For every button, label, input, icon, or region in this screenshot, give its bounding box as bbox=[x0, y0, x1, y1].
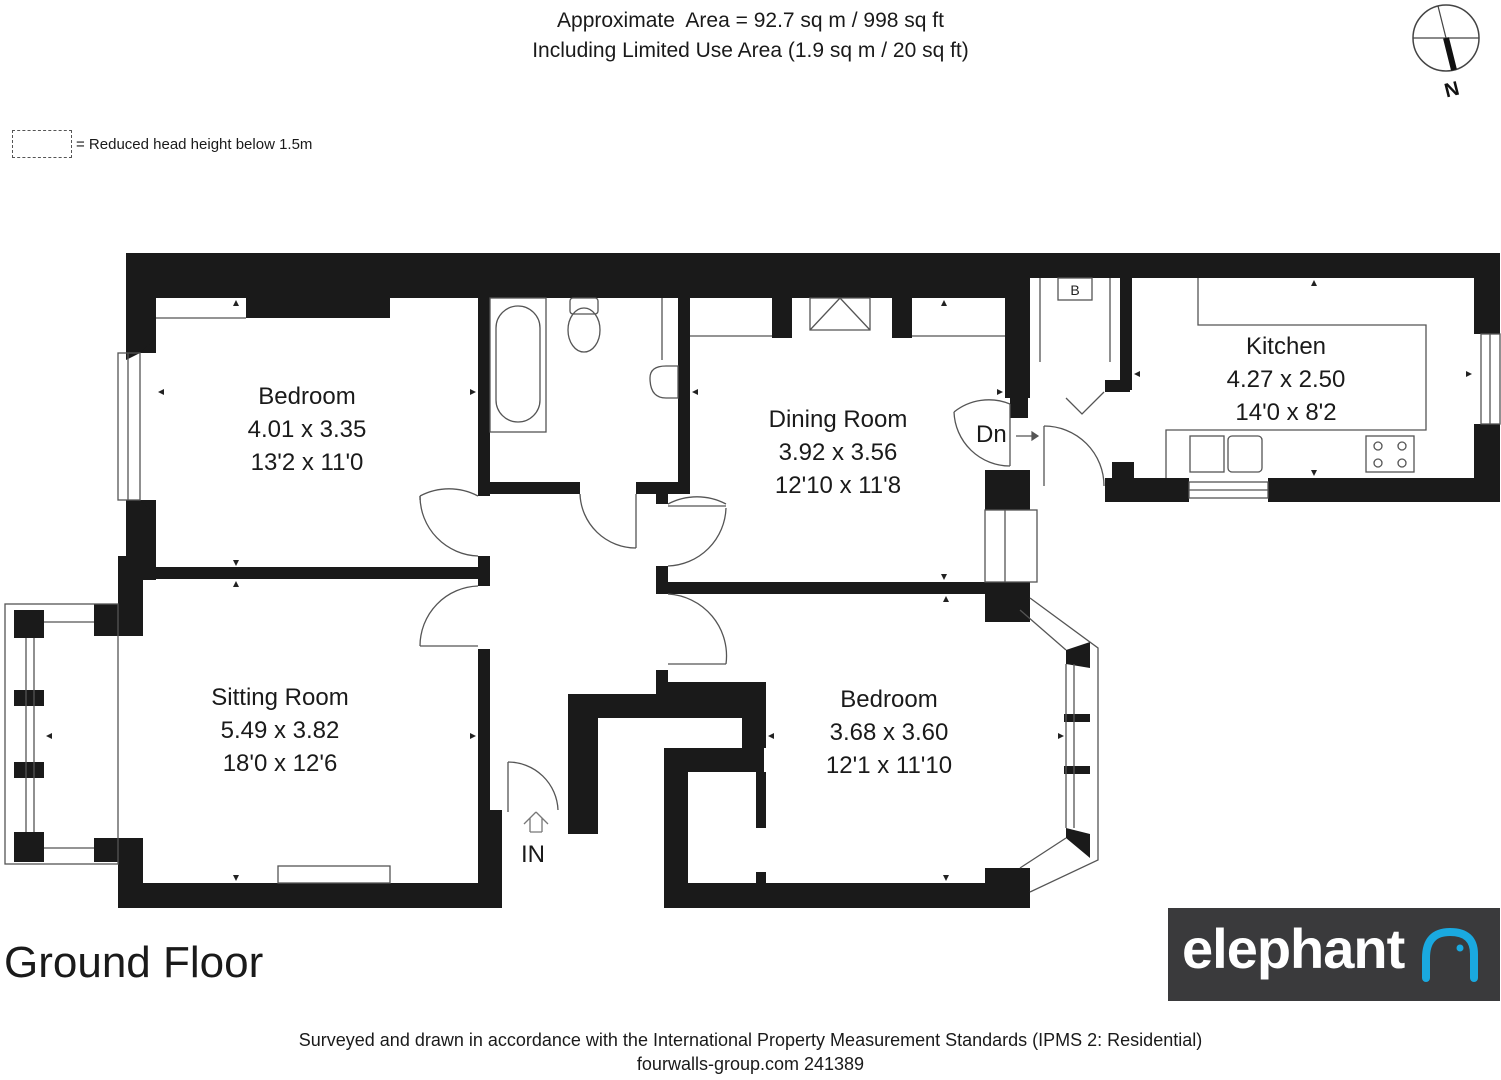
elephant-logo: elephant bbox=[1168, 908, 1500, 1001]
down-arrow-icon bbox=[1016, 430, 1040, 442]
room-metric: 4.01 x 3.35 bbox=[247, 416, 367, 443]
entrance-arrow-icon bbox=[523, 811, 549, 833]
room-metric: 3.92 x 3.56 bbox=[778, 439, 898, 466]
room-name: Bedroom bbox=[258, 383, 356, 410]
logo-text: elephant bbox=[1182, 917, 1405, 980]
dashed-box-icon bbox=[12, 130, 72, 158]
room-imperial: 14'0 x 8'2 bbox=[1235, 399, 1337, 426]
room-bedroom-2: Bedroom 3.68 x 3.60 12'1 x 11'10 bbox=[789, 683, 989, 782]
room-imperial: 13'2 x 11'0 bbox=[250, 449, 364, 476]
elephant-trunk-icon bbox=[1422, 927, 1478, 982]
room-bedroom-1: Bedroom 4.01 x 3.35 13'2 x 11'0 bbox=[207, 380, 407, 479]
legend-text: = Reduced head height below 1.5m bbox=[76, 135, 313, 153]
area-summary: Approximate Area = 92.7 sq m / 998 sq ft… bbox=[0, 6, 1501, 66]
room-name: Dining Room bbox=[768, 406, 908, 433]
boiler-label: B bbox=[1070, 282, 1079, 298]
doors bbox=[419, 399, 1105, 812]
footer-standards: Surveyed and drawn in accordance with th… bbox=[298, 1030, 1203, 1050]
down-stairs-label: Dn bbox=[976, 421, 1007, 448]
room-metric: 4.27 x 2.50 bbox=[1226, 366, 1346, 393]
room-dining: Dining Room 3.92 x 3.56 12'10 x 11'8 bbox=[738, 403, 938, 502]
room-metric: 5.49 x 3.82 bbox=[220, 717, 340, 744]
room-name: Sitting Room bbox=[211, 684, 349, 711]
room-sitting: Sitting Room 5.49 x 3.82 18'0 x 12'6 bbox=[180, 681, 380, 780]
dimension-ticks bbox=[46, 280, 1472, 881]
footer: Surveyed and drawn in accordance with th… bbox=[0, 1028, 1501, 1076]
footer-reference: fourwalls-group.com 241389 bbox=[636, 1054, 865, 1074]
room-name: Bedroom bbox=[840, 686, 938, 713]
room-kitchen: Kitchen 4.27 x 2.50 14'0 x 8'2 bbox=[1186, 330, 1386, 429]
room-imperial: 12'1 x 11'10 bbox=[825, 752, 953, 779]
floor-title: Ground Floor bbox=[4, 938, 264, 987]
room-imperial: 18'0 x 12'6 bbox=[222, 750, 338, 777]
area-line-2: Including Limited Use Area (1.9 sq m / 2… bbox=[532, 39, 969, 62]
walls bbox=[14, 253, 1500, 908]
room-name: Kitchen bbox=[1245, 333, 1327, 360]
entrance-label: IN bbox=[521, 841, 545, 868]
compass-north-label: N bbox=[1442, 78, 1461, 100]
room-imperial: 12'10 x 11'8 bbox=[774, 472, 902, 499]
compass-icon: N bbox=[1412, 4, 1480, 100]
legend: = Reduced head height below 1.5m bbox=[12, 128, 312, 160]
windows bbox=[4, 277, 1501, 893]
area-line-1: Approximate Area = 92.7 sq m / 998 sq ft bbox=[557, 9, 944, 32]
room-metric: 3.68 x 3.60 bbox=[829, 719, 949, 746]
